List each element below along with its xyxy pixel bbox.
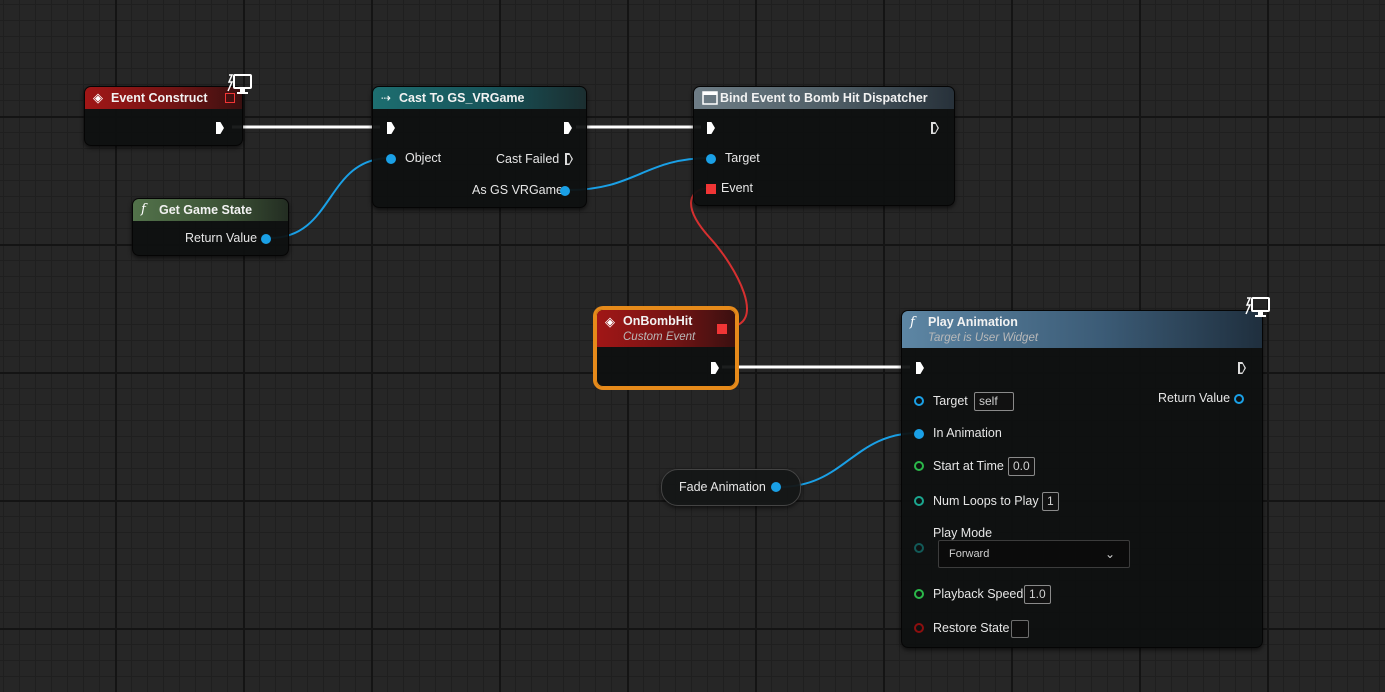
bind-exec-input-pin[interactable] <box>707 122 715 134</box>
on-bomb-hit-title: OnBombHit <box>623 314 693 328</box>
bind-target-pin[interactable] <box>706 154 716 164</box>
event-construct-node[interactable]: ◈ Event Construct <box>84 86 243 146</box>
cast-exec-output-pin[interactable] <box>564 122 572 134</box>
play-in-animation-label: In Animation <box>933 426 1002 440</box>
play-speed-pin[interactable] <box>914 589 924 599</box>
cast-arrow-icon: ⇢ <box>381 91 392 105</box>
on-bomb-hit-subtitle: Custom Event <box>623 331 696 343</box>
play-in-animation-pin[interactable] <box>914 429 924 439</box>
play-exec-output-pin[interactable] <box>1238 362 1246 374</box>
cast-node[interactable]: ⇢ Cast To GS_VRGame Object Cast Failed A… <box>372 86 587 208</box>
cast-exec-input-pin[interactable] <box>387 122 395 134</box>
get-game-state-return-label: Return Value <box>185 231 258 245</box>
monitor-icon <box>1245 297 1270 317</box>
event-diamond-icon: ◈ <box>93 90 103 105</box>
cast-object-label: Object <box>405 151 442 165</box>
function-f-icon: f <box>910 315 915 330</box>
fade-animation-output-pin[interactable] <box>771 482 781 492</box>
play-restore-state-pin[interactable] <box>914 623 924 633</box>
cast-as-label: As GS VRGame <box>472 183 563 197</box>
on-bomb-hit-header[interactable]: ◈ OnBombHit Custom Event <box>597 310 735 347</box>
cast-title: Cast To GS_VRGame <box>399 91 525 105</box>
cast-as-pin[interactable] <box>560 186 570 196</box>
cast-object-pin[interactable] <box>386 154 396 164</box>
play-animation-node[interactable]: f Play Animation Target is User Widget T… <box>901 310 1263 648</box>
play-mode-pin[interactable] <box>914 543 924 553</box>
play-animation-title: Play Animation <box>928 315 1018 329</box>
delegate-wire-bombhit-to-bind <box>690 187 748 328</box>
fade-animation-variable-node[interactable]: Fade Animation <box>661 469 801 506</box>
cast-header[interactable]: ⇢ Cast To GS_VRGame <box>373 87 586 109</box>
bind-event-title: Bind Event to Bomb Hit Dispatcher <box>720 91 928 105</box>
play-speed-label: Playback Speed <box>933 587 1024 601</box>
play-restore-state-checkbox[interactable] <box>1011 620 1029 638</box>
play-animation-subtitle: Target is User Widget <box>928 332 1039 344</box>
play-start-time-pin[interactable] <box>914 461 924 471</box>
delegate-pin-output[interactable] <box>225 93 235 103</box>
bind-target-label: Target <box>725 151 760 165</box>
get-game-state-header[interactable]: f Get Game State <box>133 199 288 221</box>
cast-failed-exec-pin[interactable] <box>565 153 573 165</box>
play-num-loops-pin[interactable] <box>914 496 924 506</box>
play-num-loops-value[interactable]: 1 <box>1042 492 1059 511</box>
fade-animation-label: Fade Animation <box>679 480 766 494</box>
get-game-state-node[interactable]: f Get Game State Return Value <box>132 198 289 256</box>
play-target-label: Target <box>933 394 968 408</box>
play-speed-value[interactable]: 1.0 <box>1024 585 1051 604</box>
play-target-value[interactable]: self <box>974 392 1014 411</box>
event-construct-header[interactable]: ◈ Event Construct <box>85 87 242 109</box>
play-num-loops-label: Num Loops to Play <box>933 494 1039 508</box>
on-bomb-hit-node[interactable]: ◈ OnBombHit Custom Event <box>596 309 736 387</box>
chevron-down-icon: ⌄ <box>1104 547 1115 561</box>
play-start-time-label: Start at Time <box>933 459 1004 473</box>
play-exec-input-pin[interactable] <box>916 362 924 374</box>
play-return-label: Return Value <box>1158 391 1231 405</box>
event-construct-title: Event Construct <box>111 91 208 105</box>
get-game-state-title: Get Game State <box>159 203 253 217</box>
monitor-icon <box>227 74 252 94</box>
object-wire-cast-to-bind <box>568 157 711 191</box>
event-diamond-icon: ◈ <box>605 314 615 329</box>
play-restore-state-label: Restore State <box>933 621 1010 635</box>
bind-event-node[interactable]: Bind Event to Bomb Hit Dispatcher Target… <box>693 86 955 206</box>
play-return-pin[interactable] <box>1234 394 1244 404</box>
bind-event-header[interactable]: Bind Event to Bomb Hit Dispatcher <box>694 87 954 109</box>
window-icon <box>702 91 718 105</box>
on-bomb-hit-delegate-pin[interactable] <box>717 324 727 334</box>
get-game-state-return-pin[interactable] <box>261 234 271 244</box>
play-animation-header[interactable]: f Play Animation Target is User Widget <box>902 311 1262 348</box>
play-start-time-value[interactable]: 0.0 <box>1008 457 1035 476</box>
bind-event-delegate-pin[interactable] <box>706 184 716 194</box>
bind-exec-output-pin[interactable] <box>931 122 939 134</box>
play-mode-label: Play Mode <box>933 526 993 540</box>
on-bomb-hit-exec-output-pin[interactable] <box>711 362 719 374</box>
exec-output-pin[interactable] <box>216 122 224 134</box>
bind-event-label: Event <box>721 181 753 195</box>
cast-failed-label: Cast Failed <box>496 152 560 166</box>
play-target-pin[interactable] <box>914 396 924 406</box>
function-f-icon: f <box>141 202 146 217</box>
play-mode-dropdown[interactable]: Forward ⌄ <box>938 540 1130 568</box>
play-mode-value: Forward <box>949 548 990 560</box>
